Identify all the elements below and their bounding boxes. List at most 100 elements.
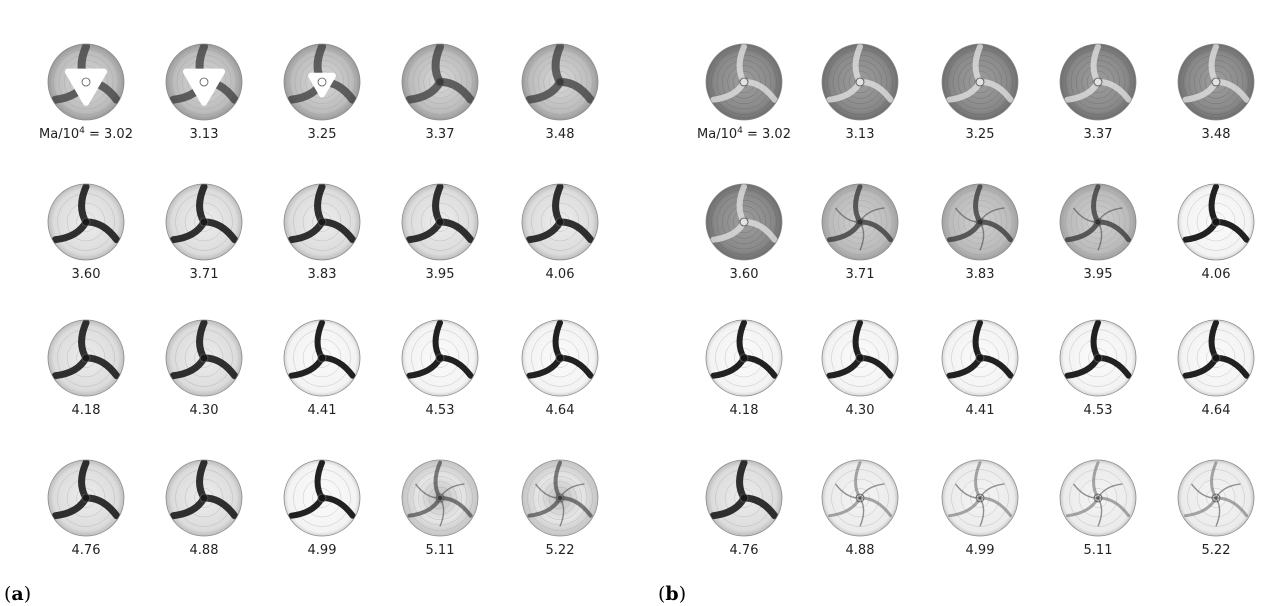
front-arm	[169, 494, 208, 520]
tile-caption: 4.64	[1202, 403, 1231, 418]
tile-caption: 4.41	[308, 403, 337, 418]
simulation-tile: 3.83	[941, 183, 1019, 282]
central-vortex	[317, 353, 327, 363]
simulation-tile: 3.60	[47, 183, 125, 282]
simulation-tile: Ma/104 = 3.02	[39, 43, 133, 142]
tile-caption: 3.60	[730, 267, 759, 282]
tile-caption: 4.99	[966, 543, 995, 558]
tile-rim	[47, 319, 125, 397]
simulation-tile: 4.18	[47, 319, 125, 418]
central-vortex	[975, 353, 985, 363]
tile-rim	[1177, 43, 1255, 121]
central-vortex	[555, 77, 565, 87]
tile-rim	[165, 43, 243, 121]
central-vortex	[1211, 353, 1221, 363]
simulation-tile: 3.37	[401, 43, 479, 142]
front-arm	[826, 355, 863, 379]
front-arm	[169, 218, 208, 244]
tile-rim	[401, 183, 479, 261]
simulation-tile: 4.18	[705, 319, 783, 418]
front-arm	[858, 496, 893, 518]
central-vortex	[555, 353, 565, 363]
simulation-tile: 3.95	[1059, 183, 1137, 282]
tile-caption: 5.22	[1202, 543, 1231, 558]
simulation-tile: 4.64	[521, 319, 599, 418]
tile-caption: 4.53	[426, 403, 455, 418]
simulation-tile: 4.06	[1177, 183, 1255, 282]
tile-caption: 4.64	[546, 403, 575, 418]
tile-caption: 3.95	[1084, 267, 1113, 282]
tile-caption: 5.11	[1084, 543, 1113, 558]
tile-rim	[705, 183, 783, 261]
tile-rim	[283, 319, 361, 397]
simulation-tile: 4.99	[283, 459, 361, 558]
front-arm	[826, 219, 863, 243]
front-arm	[525, 78, 564, 104]
front-arm	[438, 495, 473, 518]
tile-rim	[821, 43, 899, 121]
central-vortex	[1093, 217, 1103, 227]
tile-rim	[47, 459, 125, 537]
tile-caption: 4.76	[72, 543, 101, 558]
front-arm	[407, 496, 442, 518]
front-arm	[526, 355, 563, 379]
tile-rim	[1177, 319, 1255, 397]
front-arm	[978, 496, 1013, 518]
front-arm	[854, 461, 862, 500]
front-arm	[853, 184, 863, 225]
front-arm	[1182, 355, 1219, 379]
central-vortex	[435, 493, 445, 503]
tile-rim	[941, 43, 1019, 121]
front-arm	[1095, 219, 1132, 243]
front-arm	[288, 495, 325, 519]
tile-caption: 4.88	[190, 543, 219, 558]
tile-caption: 3.37	[1084, 127, 1113, 142]
central-vortex	[435, 217, 445, 227]
central-vortex	[555, 493, 565, 503]
front-arm	[51, 218, 90, 244]
central-vortex	[81, 217, 91, 227]
front-arm	[527, 496, 562, 518]
tile-caption: 4.30	[190, 403, 219, 418]
central-vortex	[1093, 353, 1103, 363]
front-arm	[1182, 79, 1219, 103]
front-arm	[710, 219, 747, 243]
tile-caption: 3.83	[966, 267, 995, 282]
tile-caption: 4.41	[966, 403, 995, 418]
tile-rim	[47, 183, 125, 261]
simulation-tile: 5.22	[521, 459, 599, 558]
tile-caption: 3.83	[308, 267, 337, 282]
front-arm	[51, 354, 90, 380]
central-vortex	[739, 493, 749, 503]
front-arm	[1064, 79, 1101, 103]
tile-caption: 3.25	[966, 127, 995, 142]
central-vortex	[199, 77, 209, 87]
front-arm	[1182, 219, 1219, 243]
tile-rim	[165, 319, 243, 397]
front-arm	[405, 218, 444, 244]
front-arm	[288, 355, 325, 379]
central-vortex	[81, 77, 91, 87]
tile-caption: 3.13	[846, 127, 875, 142]
tile-caption: Ma/104 = 3.02	[697, 126, 791, 142]
front-arm	[551, 44, 564, 86]
simulation-tile: 4.30	[821, 319, 899, 418]
simulation-tile: 3.48	[1177, 43, 1255, 142]
central-vortex	[975, 217, 985, 227]
simulation-tile: 3.48	[521, 43, 599, 142]
front-arm	[431, 44, 444, 86]
central-vortex	[1211, 217, 1221, 227]
tile-rim	[283, 459, 361, 537]
tile-caption: 3.60	[72, 267, 101, 282]
front-arm	[947, 496, 982, 518]
front-arm	[946, 355, 983, 379]
simulation-tile: 4.06	[521, 183, 599, 282]
front-arm	[1064, 219, 1101, 243]
tile-rim	[401, 43, 479, 121]
simulation-tile: 3.60	[705, 183, 783, 282]
tile-rim	[521, 319, 599, 397]
tile-caption: 4.99	[308, 543, 337, 558]
tile-rim	[821, 183, 899, 261]
front-arm	[406, 355, 443, 379]
